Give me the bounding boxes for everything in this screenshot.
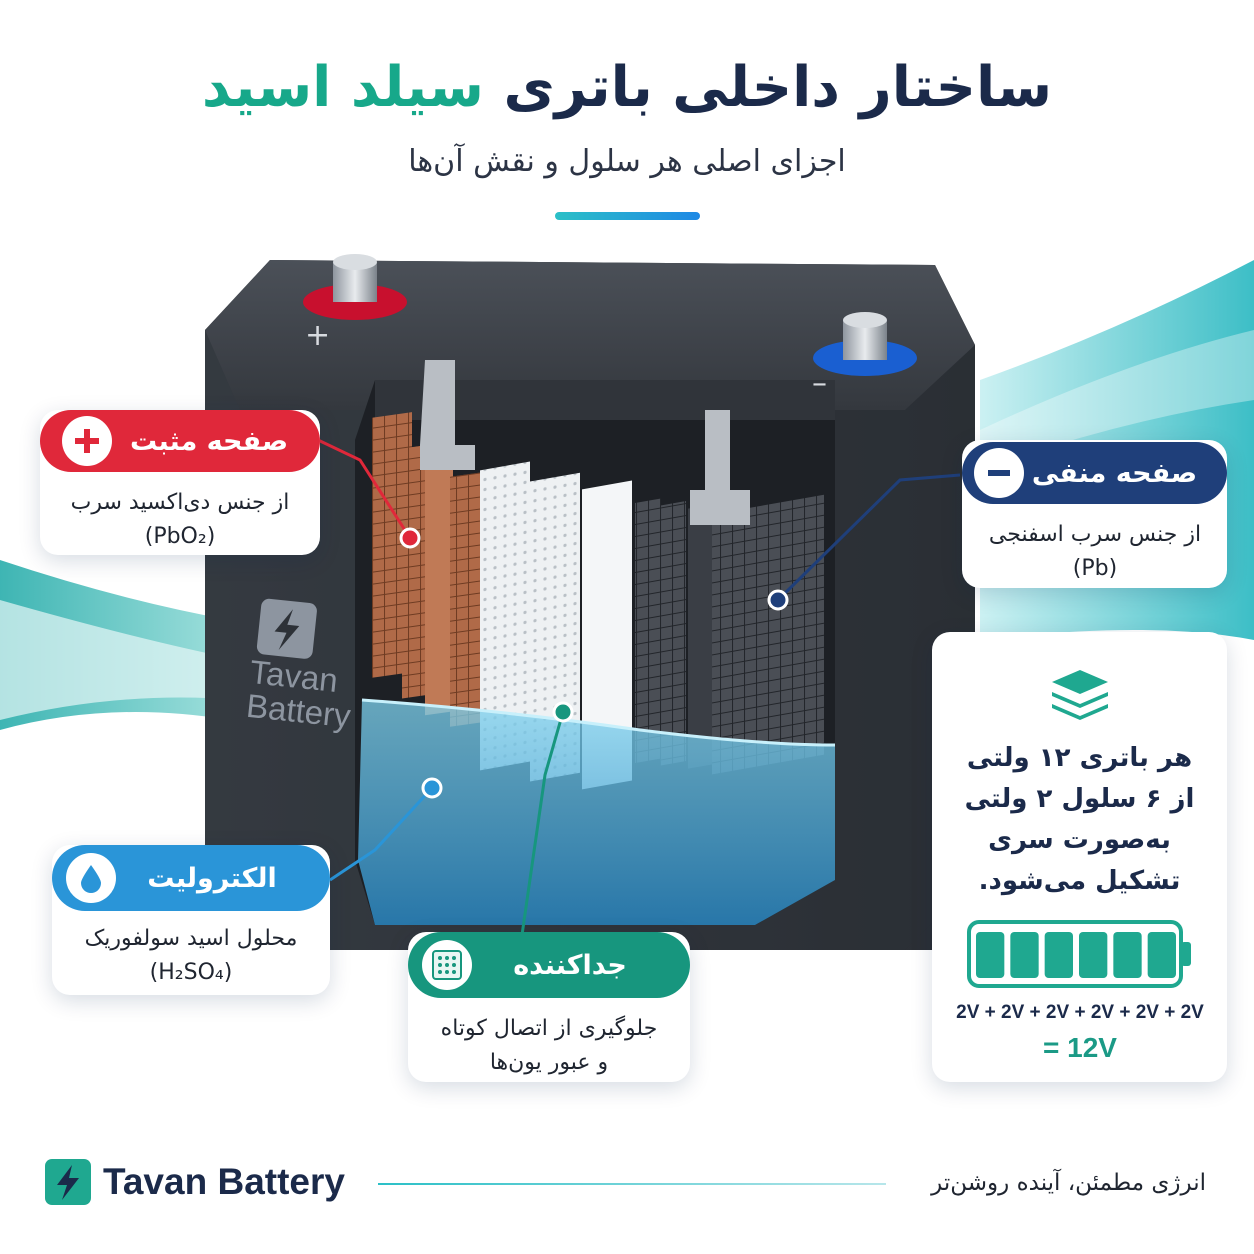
footer-divider — [378, 1183, 886, 1185]
battery-cell — [976, 932, 1005, 978]
info-line3: به‌صورت سری — [988, 825, 1171, 855]
brand-name: Tavan Battery — [103, 1161, 345, 1202]
negative-plate-pill: صفحه منفی — [962, 442, 1227, 504]
separator-desc1: جلوگیری از اتصال کوتاه — [440, 1016, 658, 1041]
info-line4: تشکیل می‌شود. — [978, 866, 1181, 896]
battery-cell — [1010, 932, 1039, 978]
separator-desc: جلوگیری از اتصال کوتاه و عبور یون‌ها — [418, 1012, 680, 1080]
battery-cell — [1113, 932, 1142, 978]
positive-plate-title: صفحه مثبت — [129, 425, 289, 457]
negative-plate-desc2: (Pb) — [1072, 556, 1118, 581]
battery-cells-icon — [967, 920, 1191, 988]
title-main: ساختار داخلی باتری — [503, 55, 1053, 120]
title-accent: سیلد اسید — [201, 55, 484, 120]
negative-plate-desc1: از جنس سرب اسفنجی — [988, 522, 1202, 547]
title-divider — [555, 212, 700, 220]
mesh-icon — [422, 940, 472, 990]
page-title: ساختار داخلی باتری سیلد اسید — [0, 48, 1254, 128]
footer-slogan: انرژی مطمئن، آینده روشن‌تر — [931, 1170, 1206, 1196]
voltage-total: = 12V — [1043, 1032, 1117, 1063]
electrolyte-title: الکترولیت — [147, 862, 277, 894]
battery-cell — [1044, 932, 1073, 978]
negative-plate-desc: از جنس سرب اسفنجی (Pb) — [975, 518, 1215, 586]
separator-plates — [480, 461, 632, 790]
plus-icon — [62, 416, 112, 466]
positive-plate-desc: از جنس دی‌اکسید سرب (PbO₂) — [55, 486, 305, 554]
positive-plate-pill: صفحه مثبت — [40, 410, 320, 472]
info-text: هر باتری ۱۲ ولتی از ۶ سلول ۲ ولتی به‌صور… — [952, 738, 1207, 902]
minus-icon — [974, 448, 1024, 498]
footer-brand: Tavan Battery — [45, 1152, 345, 1212]
info-line2: از ۶ سلول ۲ ولتی — [964, 784, 1195, 814]
electrolyte-desc2: (H₂SO₄) — [149, 960, 233, 985]
positive-plates — [372, 412, 484, 727]
brand-logo-icon — [45, 1159, 91, 1205]
page-subtitle: اجزای اصلی هر سلول و نقش آن‌ها — [408, 144, 846, 179]
positive-plate-desc2: (PbO₂) — [144, 524, 216, 549]
battery-cell — [1147, 932, 1176, 978]
positive-terminal — [303, 254, 407, 320]
electrolyte-desc: محلول اسید سولفوریک (H₂SO₄) — [62, 922, 320, 990]
battery-logo-icon — [256, 598, 317, 659]
electrolyte-pill: الکترولیت — [52, 845, 330, 911]
negative-plate-title: صفحه منفی — [1031, 457, 1198, 489]
layers-icon — [1052, 670, 1108, 720]
positive-sign: + — [305, 318, 330, 353]
separator-desc2: و عبور یون‌ها — [489, 1050, 609, 1075]
separator-pill: جداکننده — [408, 932, 690, 998]
water-drop-icon — [66, 853, 116, 903]
positive-plate-desc1: از جنس دی‌اکسید سرب — [70, 490, 290, 515]
negative-sign: – — [812, 366, 827, 401]
battery-cell — [1079, 932, 1108, 978]
negative-plates — [635, 494, 824, 775]
negative-terminal — [813, 312, 917, 376]
info-line1: هر باتری ۱۲ ولتی — [966, 743, 1193, 773]
separator-title: جداکننده — [513, 949, 627, 981]
voltage-sum: 2V + 2V + 2V + 2V + 2V + 2V — [956, 1002, 1204, 1023]
electrolyte-desc1: محلول اسید سولفوریک — [84, 926, 298, 951]
